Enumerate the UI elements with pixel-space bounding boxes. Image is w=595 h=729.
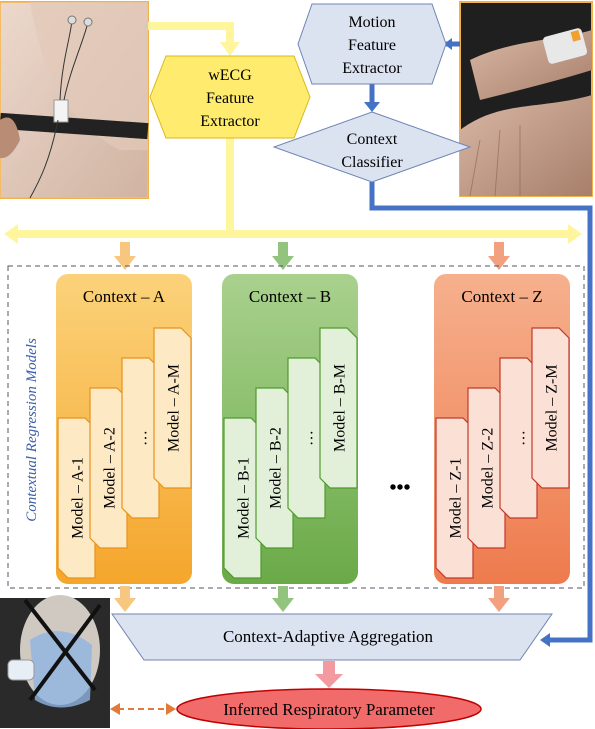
aggregation-label: Context-Adaptive Aggregation (223, 627, 434, 646)
wecg-flow (4, 22, 582, 244)
model-card-label: … (300, 430, 317, 446)
wecg-extractor-line2: Feature (206, 90, 254, 107)
model-card: Model – B-2 (255, 387, 294, 549)
ellipsis: ••• (389, 477, 410, 499)
context-classifier-line2: Classifier (341, 154, 403, 171)
respiratory-mask-photo (0, 595, 110, 728)
context-z-title: Context – Z (461, 287, 542, 306)
model-card-shape (89, 387, 128, 549)
model-card-shape (255, 387, 294, 549)
model-card: Model – B-1 (223, 417, 262, 579)
model-card-label: Model – A-M (166, 364, 183, 452)
model-card: Model – A-2 (89, 387, 128, 549)
motion-extractor-line1: Motion (348, 14, 395, 31)
model-card-label: Model – Z-2 (480, 428, 497, 509)
model-card-shape (499, 357, 538, 519)
model-card: … (287, 357, 326, 519)
context-classifier-line1: Context (347, 131, 398, 148)
wecg-extractor-line3: Extractor (200, 113, 260, 130)
context-classifier: Context Classifier (272, 111, 472, 183)
context-a-title: Context – A (83, 287, 166, 306)
chest-sensor-photo (0, 1, 149, 199)
group-label: Contextual Regression Models (24, 338, 40, 522)
model-card-shape (435, 417, 474, 579)
model-card: Model – A-1 (57, 417, 96, 579)
inferred-respiratory-parameter: Inferred Respiratory Parameter (176, 688, 482, 729)
model-card: Model – Z-M (531, 327, 570, 489)
motion-extractor-line2: Feature (348, 37, 396, 54)
model-card: Model – A-M (153, 327, 192, 489)
model-card-shape (223, 417, 262, 579)
wecg-extractor-line1: wECG (208, 67, 252, 84)
reference-comparison-arrow (110, 703, 176, 715)
wecg-feature-extractor: wECG Feature Extractor (149, 55, 311, 139)
model-card-shape (319, 327, 358, 489)
context-output-arrows (114, 586, 510, 612)
model-card-label: Model – B-M (332, 364, 349, 452)
model-card: Model – Z-2 (467, 387, 506, 549)
model-card-label: Model – B-1 (236, 457, 253, 539)
model-card-label: … (134, 430, 151, 446)
wrist-sensor-photo (459, 1, 593, 197)
model-card-shape (121, 357, 160, 519)
regression-models-group (7, 265, 585, 589)
model-card-shape (467, 387, 506, 549)
aggregation-to-output-arrow (315, 661, 343, 688)
output-label: Inferred Respiratory Parameter (223, 700, 435, 719)
model-card: … (121, 357, 160, 519)
model-cards: Model – A-1 Model – A-2 … Model – A-M Model … (57, 327, 570, 579)
context-flow (364, 38, 593, 647)
motion-extractor-line3: Extractor (342, 60, 402, 77)
model-card-label: Model – B-2 (268, 427, 285, 509)
model-card-shape (531, 327, 570, 489)
model-card: Model – B-M (319, 327, 358, 489)
model-card-shape (153, 327, 192, 489)
model-card-shape (57, 417, 96, 579)
model-card: … (499, 357, 538, 519)
model-card: Model – Z-1 (435, 417, 474, 579)
model-card-label: Model – Z-M (544, 364, 561, 451)
model-card-shape (287, 357, 326, 519)
model-card-label: Model – Z-1 (448, 458, 465, 539)
context-b-title: Context – B (249, 287, 331, 306)
model-card-label: Model – A-2 (102, 427, 119, 509)
context-input-arrows (114, 242, 510, 270)
model-card-label: Model – A-1 (70, 457, 87, 539)
motion-feature-extractor: Motion Feature Extractor (297, 3, 447, 85)
context-adaptive-aggregation: Context-Adaptive Aggregation (111, 613, 553, 661)
model-card-label: … (512, 430, 529, 446)
